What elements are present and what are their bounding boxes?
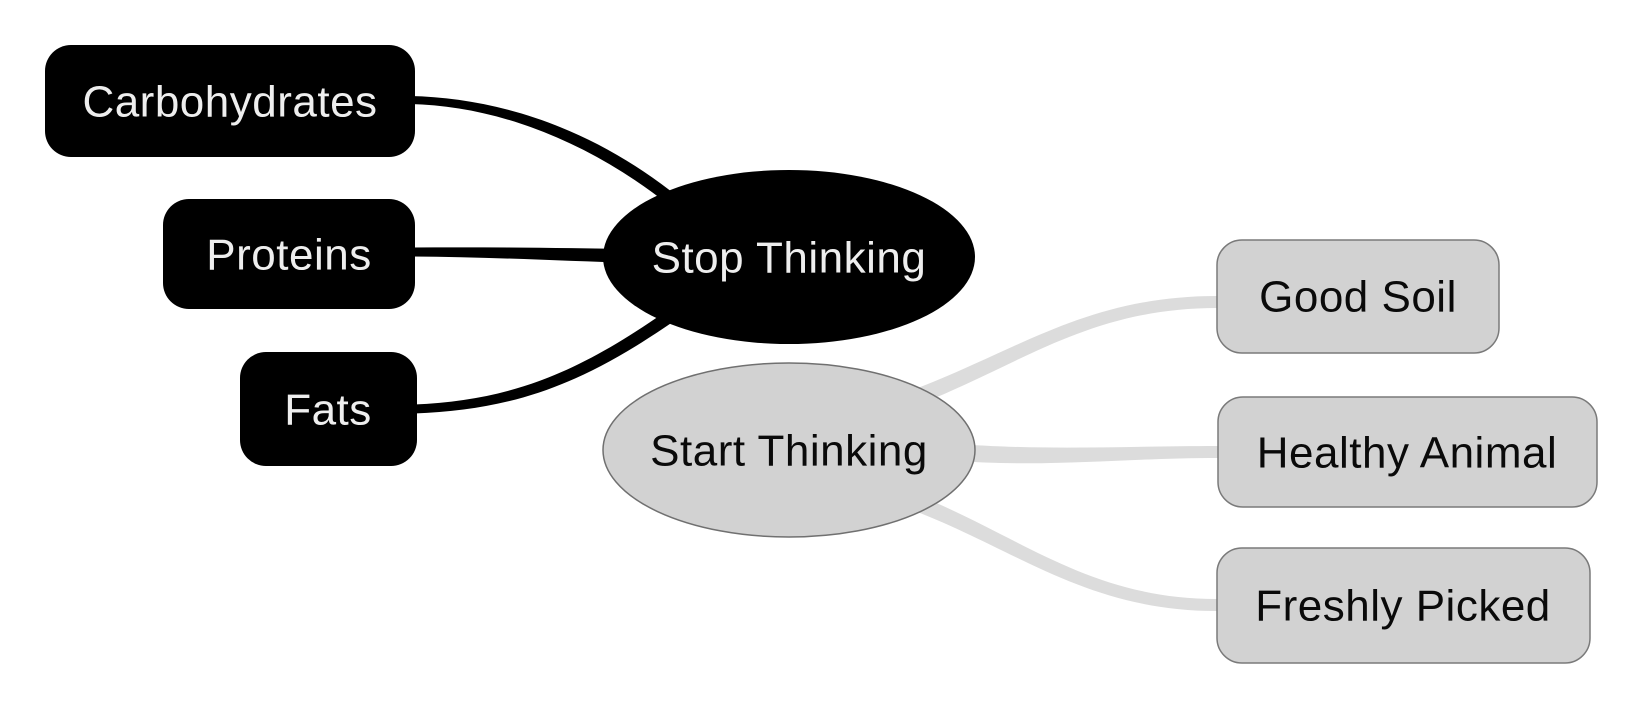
node-fats-label: Fats — [284, 386, 372, 435]
node-proteins-shape — [163, 199, 415, 309]
node-stop-thinking: Stop Thinking — [603, 170, 975, 344]
node-good-soil-label: Good Soil — [1259, 273, 1457, 322]
node-freshly-picked: Freshly Picked — [1216, 547, 1591, 664]
node-healthy-animal-shape — [1217, 396, 1598, 508]
node-carbohydrates-shape — [45, 45, 415, 157]
node-fats: Fats — [240, 352, 417, 466]
node-healthy-animal: Healthy Animal — [1217, 396, 1598, 508]
node-carbohydrates-label: Carbohydrates — [82, 78, 377, 127]
node-fats-shape — [240, 352, 417, 466]
node-freshly-picked-shape — [1216, 547, 1591, 664]
edge-start-healthy-animal — [950, 443, 1218, 464]
node-start-thinking-label: Start Thinking — [650, 427, 928, 476]
node-start-thinking-shape — [602, 362, 976, 538]
node-start-thinking: Start Thinking — [602, 362, 976, 538]
node-good-soil-shape — [1216, 239, 1500, 354]
node-good-soil: Good Soil — [1216, 239, 1500, 354]
node-stop-thinking-label: Stop Thinking — [652, 234, 927, 283]
node-healthy-animal-label: Healthy Animal — [1257, 429, 1557, 478]
node-freshly-picked-label: Freshly Picked — [1255, 582, 1551, 631]
edge-start-freshly-picked — [893, 486, 1217, 611]
node-carbohydrates: Carbohydrates — [45, 45, 415, 157]
edge-start-good-soil — [893, 296, 1217, 414]
node-layer: Carbohydrates Proteins Fats Stop Thinkin… — [45, 45, 1598, 664]
node-proteins: Proteins — [163, 199, 415, 309]
node-proteins-label: Proteins — [206, 231, 371, 280]
node-stop-thinking-shape — [603, 170, 975, 344]
